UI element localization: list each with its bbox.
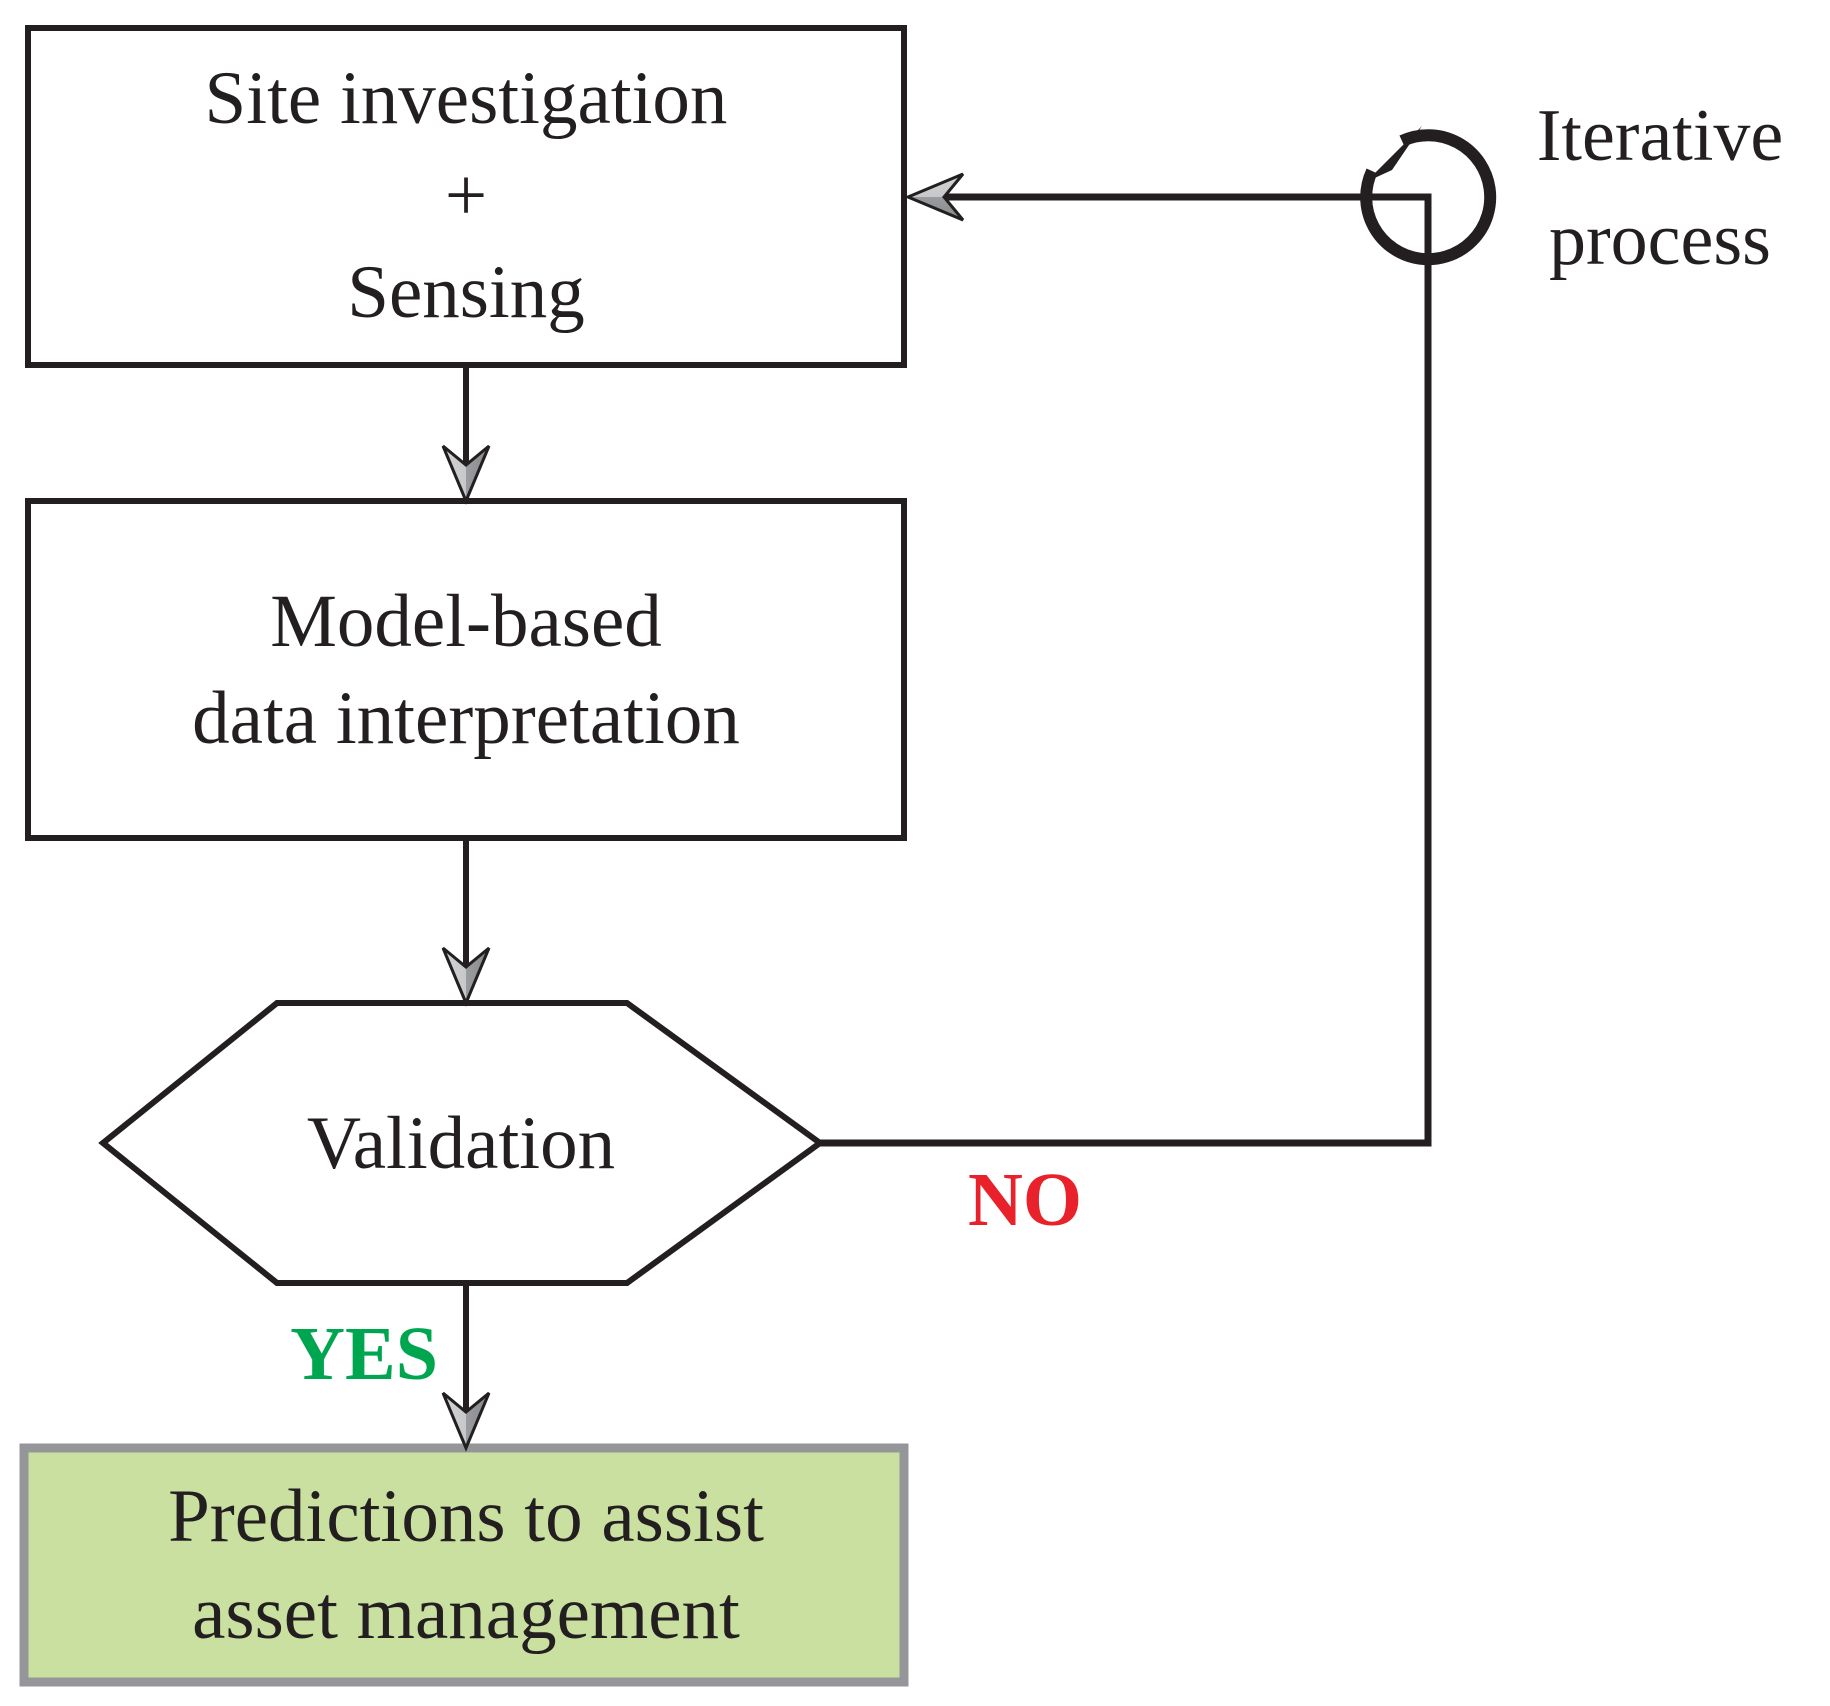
connector-no-return-path: [820, 193, 1432, 1147]
arrowhead-model-to-validation-icon: [441, 946, 491, 1007]
model-line-2: data interpretation: [192, 677, 740, 760]
iterative-loop-icon: [1360, 129, 1497, 266]
site-investigation-box-shape: [25, 25, 907, 368]
arrowhead-site-to-model-icon: [441, 444, 491, 505]
predictions-line-2: asset management: [192, 1572, 740, 1655]
site-line-1: Site investigation: [204, 57, 728, 140]
model-interpretation-box-shape: [25, 498, 907, 841]
site-investigation-label: Site investigation + Sensing: [28, 50, 904, 341]
validation-label: Validation: [306, 1102, 616, 1185]
iterative-line-2: process: [1549, 199, 1771, 281]
iterative-process-label: Iterative process: [1495, 84, 1825, 292]
iterative-line-1: Iterative: [1536, 95, 1784, 177]
predictions-line-1: Predictions to assist: [168, 1475, 764, 1558]
site-line-3: Sensing: [347, 251, 585, 334]
predictions-box-shape: [19, 1443, 909, 1687]
site-line-2: +: [444, 154, 488, 237]
model-interpretation-label: Model-based data interpretation: [28, 573, 904, 767]
yes-branch-label: YES: [290, 1312, 438, 1396]
arrowhead-no-return-icon: [904, 172, 965, 222]
predictions-label: Predictions to assist asset management: [28, 1468, 904, 1662]
model-line-1: Model-based: [270, 580, 662, 663]
no-branch-label: NO: [968, 1158, 1082, 1242]
iterative-loop-arrowhead-icon: [1366, 126, 1422, 182]
arrowhead-validation-to-predictions-icon: [441, 1391, 491, 1452]
